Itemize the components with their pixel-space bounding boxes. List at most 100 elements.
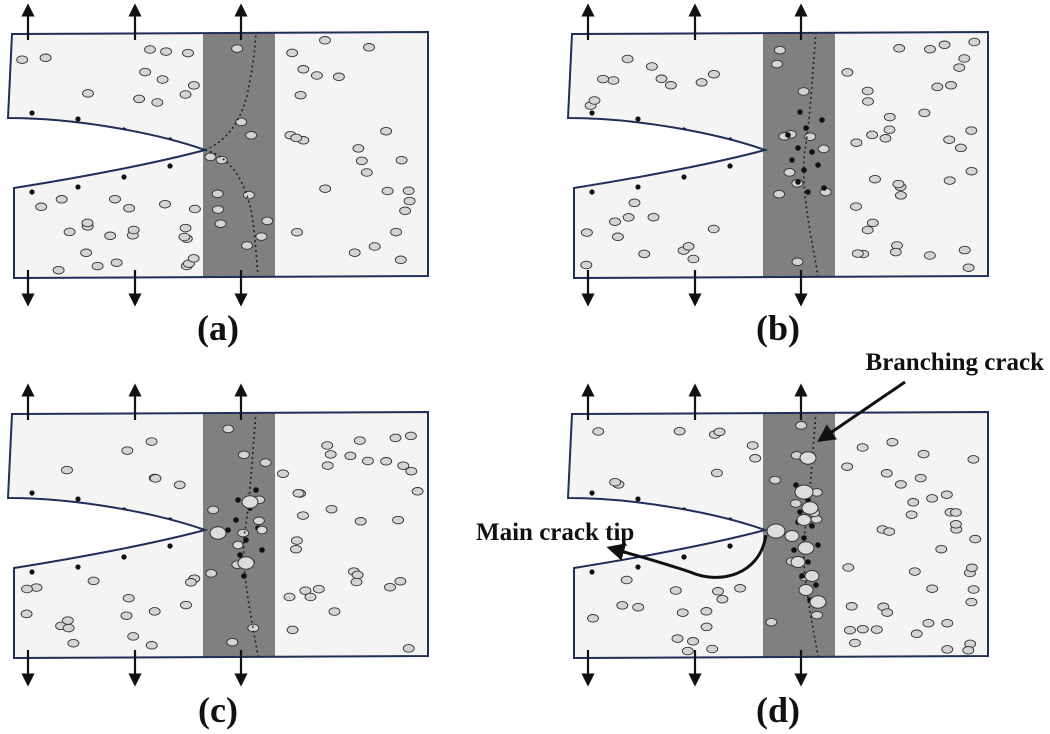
inclusion-particle [233,517,239,523]
void [647,212,660,222]
void [205,569,218,578]
void [405,466,418,476]
void [883,527,896,536]
inclusion-particle [243,537,249,543]
void [242,190,255,200]
void [848,638,861,648]
inclusion-particle [29,569,35,575]
void [866,218,879,228]
void [628,198,641,208]
void [353,436,366,445]
branching-crack-arrow [817,380,906,443]
inclusion-particle [785,132,791,138]
void [109,194,121,204]
coalesced-void [766,523,786,539]
void [695,78,708,87]
void [207,505,220,515]
process-zone-band [763,32,835,278]
void [923,251,936,260]
void [769,475,782,485]
void [931,82,944,92]
void [145,437,158,446]
void [348,248,361,257]
coalesced-void [232,540,244,550]
void [87,576,100,586]
void [682,242,695,251]
void [123,203,136,213]
void [62,623,75,633]
annotation-branching-crack: Branching crack [866,349,1045,376]
coalesced-void [790,556,806,568]
inclusion-particle [795,179,801,185]
void [156,75,169,84]
inclusion-particle [815,162,821,168]
inclusion-particle [795,145,801,151]
void [310,71,323,80]
crack-path-upper [204,33,257,151]
void [962,646,975,655]
void [967,585,980,594]
inclusion-particle [167,543,173,549]
void [187,81,200,90]
void [211,189,224,199]
void [587,614,599,623]
void [368,242,381,251]
inclusion-particle [727,543,733,549]
void [122,593,135,603]
void [380,126,393,136]
inclusion-particle [237,552,243,558]
specimen-outline [6,410,429,660]
void [632,602,645,612]
void [866,130,879,140]
void [397,461,410,470]
void [290,133,303,143]
void [402,186,415,196]
void [173,480,186,490]
void [965,597,978,607]
void [943,176,956,185]
void [82,89,94,98]
inclusion-particle [819,117,825,123]
annotation-main-crack-tip: Main crack tip [476,519,634,546]
specimen-outline [6,30,429,280]
inclusion-particle [821,185,827,191]
inclusion-particle [809,149,815,155]
inclusion-particle [799,573,805,579]
void [881,608,894,617]
inclusion-particle [681,174,687,180]
void [918,108,931,118]
void [231,44,244,53]
void [941,618,954,628]
void [611,232,624,242]
specimen-outline [566,30,989,280]
void [184,578,197,587]
void [395,155,408,165]
coalesced-void [798,584,814,596]
void [237,528,250,538]
void [290,536,303,545]
void [862,97,874,106]
coalesced-void [801,501,819,515]
void [399,206,412,216]
void [817,144,830,154]
void [713,427,726,437]
void [597,74,610,84]
void [324,450,337,459]
void [965,166,978,176]
inclusion-particle [259,547,265,553]
void [842,563,855,572]
void [299,586,312,595]
void [252,516,265,526]
void [283,592,296,602]
void [914,473,927,483]
void [907,498,920,507]
void [39,53,52,63]
void [645,62,658,71]
void [81,218,94,228]
void [850,202,862,211]
void [294,90,307,100]
void [676,608,689,617]
void [894,191,907,200]
void [910,629,923,639]
inclusion-particle [589,189,595,195]
